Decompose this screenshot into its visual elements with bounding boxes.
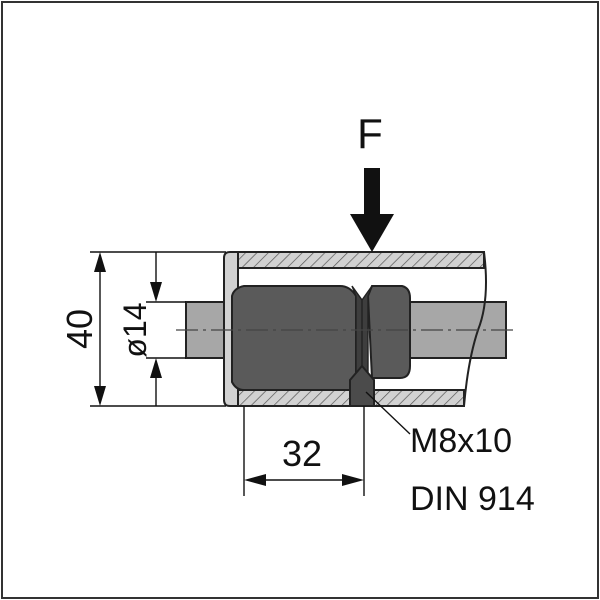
dimension-14-label: ø14 xyxy=(117,302,153,357)
set-screw xyxy=(349,364,375,407)
dimension-40-arrow-bottom xyxy=(94,386,106,406)
dimension-14-arrow-bottom xyxy=(150,358,162,378)
dimension-32 xyxy=(243,406,365,496)
dimension-40 xyxy=(90,251,226,407)
screw-standard-label: DIN 914 xyxy=(410,480,535,518)
dimension-32-arrow-right xyxy=(342,474,364,486)
dimension-14 xyxy=(146,252,186,406)
bushing-collar xyxy=(366,285,411,379)
dimension-32-label: 32 xyxy=(282,433,322,474)
force-arrow xyxy=(350,168,394,252)
bushing-body xyxy=(231,285,357,391)
tube-wall-top xyxy=(237,251,485,269)
dimension-40-label: 40 xyxy=(59,309,100,349)
dimension-32-arrow-left xyxy=(244,474,266,486)
dimension-40-arrow-top xyxy=(94,252,106,272)
force-label: F xyxy=(357,110,383,157)
dimension-14-arrow-top xyxy=(150,282,162,302)
screw-size-label: M8x10 xyxy=(410,422,512,460)
screw-leader xyxy=(365,391,411,435)
